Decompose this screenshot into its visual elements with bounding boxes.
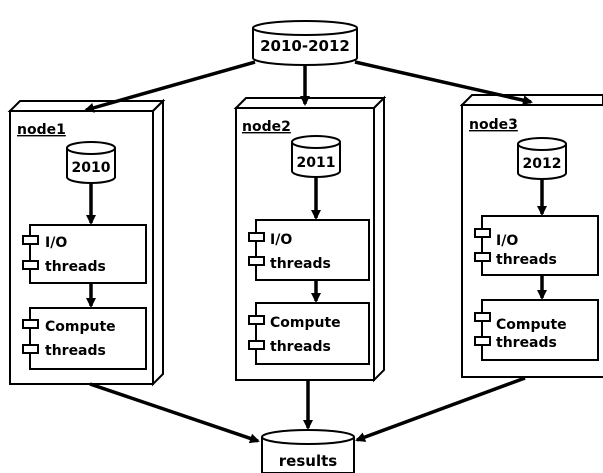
node-title-1: node1: [17, 122, 66, 138]
dataset-label-3: 2012: [523, 156, 562, 172]
compute-component-label-1-line-2: threads: [45, 343, 106, 359]
io-component-1: [22, 224, 147, 284]
dataset-cylinder-1: [66, 141, 116, 184]
io-component-label-3: I/O threads: [496, 233, 557, 268]
io-component-label-2: I/O threads: [270, 232, 331, 272]
io-component-label-1: I/O threads: [45, 235, 106, 275]
node-title-3: node3: [469, 117, 518, 133]
compute-component-3: [474, 299, 599, 361]
node-title-2: node2: [242, 119, 291, 135]
io-component-label-3-line-1: I/O: [496, 233, 518, 249]
arrow-node1-to-results: [89, 382, 260, 444]
arrow-source-to-node3: [354, 60, 533, 106]
dataset-cylinder-3: [517, 137, 567, 180]
compute-component-label-1-line-1: Compute: [45, 319, 116, 335]
compute-component-label-2-line-2: threads: [270, 339, 331, 355]
compute-component-label-2: Compute threads: [270, 315, 346, 355]
arrow-source-to-node1: [84, 60, 256, 113]
compute-component-label-2-line-1: Compute: [270, 315, 341, 331]
compute-component-label-3: Compute threads: [496, 317, 572, 351]
compute-component-1: [22, 307, 147, 370]
compute-component-label-3-line-2: threads: [496, 335, 557, 351]
io-component-label-3-line-2: threads: [496, 252, 557, 268]
arrow-node3-to-results: [355, 376, 526, 442]
compute-component-label-3-line-1: Compute: [496, 317, 567, 333]
sink-label: results: [279, 452, 337, 470]
io-component-label-1-line-1: I/O: [45, 235, 67, 251]
dataset-label-2: 2011: [297, 155, 336, 171]
io-component-3: [474, 215, 599, 276]
io-component-label-2-line-1: I/O: [270, 232, 292, 248]
io-component-label-2-line-2: threads: [270, 256, 331, 272]
compute-component-2: [248, 302, 370, 365]
sink-cylinder: [261, 429, 355, 473]
io-component-label-1-line-2: threads: [45, 259, 106, 275]
compute-component-label-1: Compute threads: [45, 319, 121, 359]
io-component-2: [248, 219, 370, 281]
source-label: 2010-2012: [260, 37, 350, 55]
dataset-label-1: 2010: [72, 160, 111, 176]
source-cylinder: [252, 20, 358, 66]
dataset-cylinder-2: [291, 135, 341, 178]
